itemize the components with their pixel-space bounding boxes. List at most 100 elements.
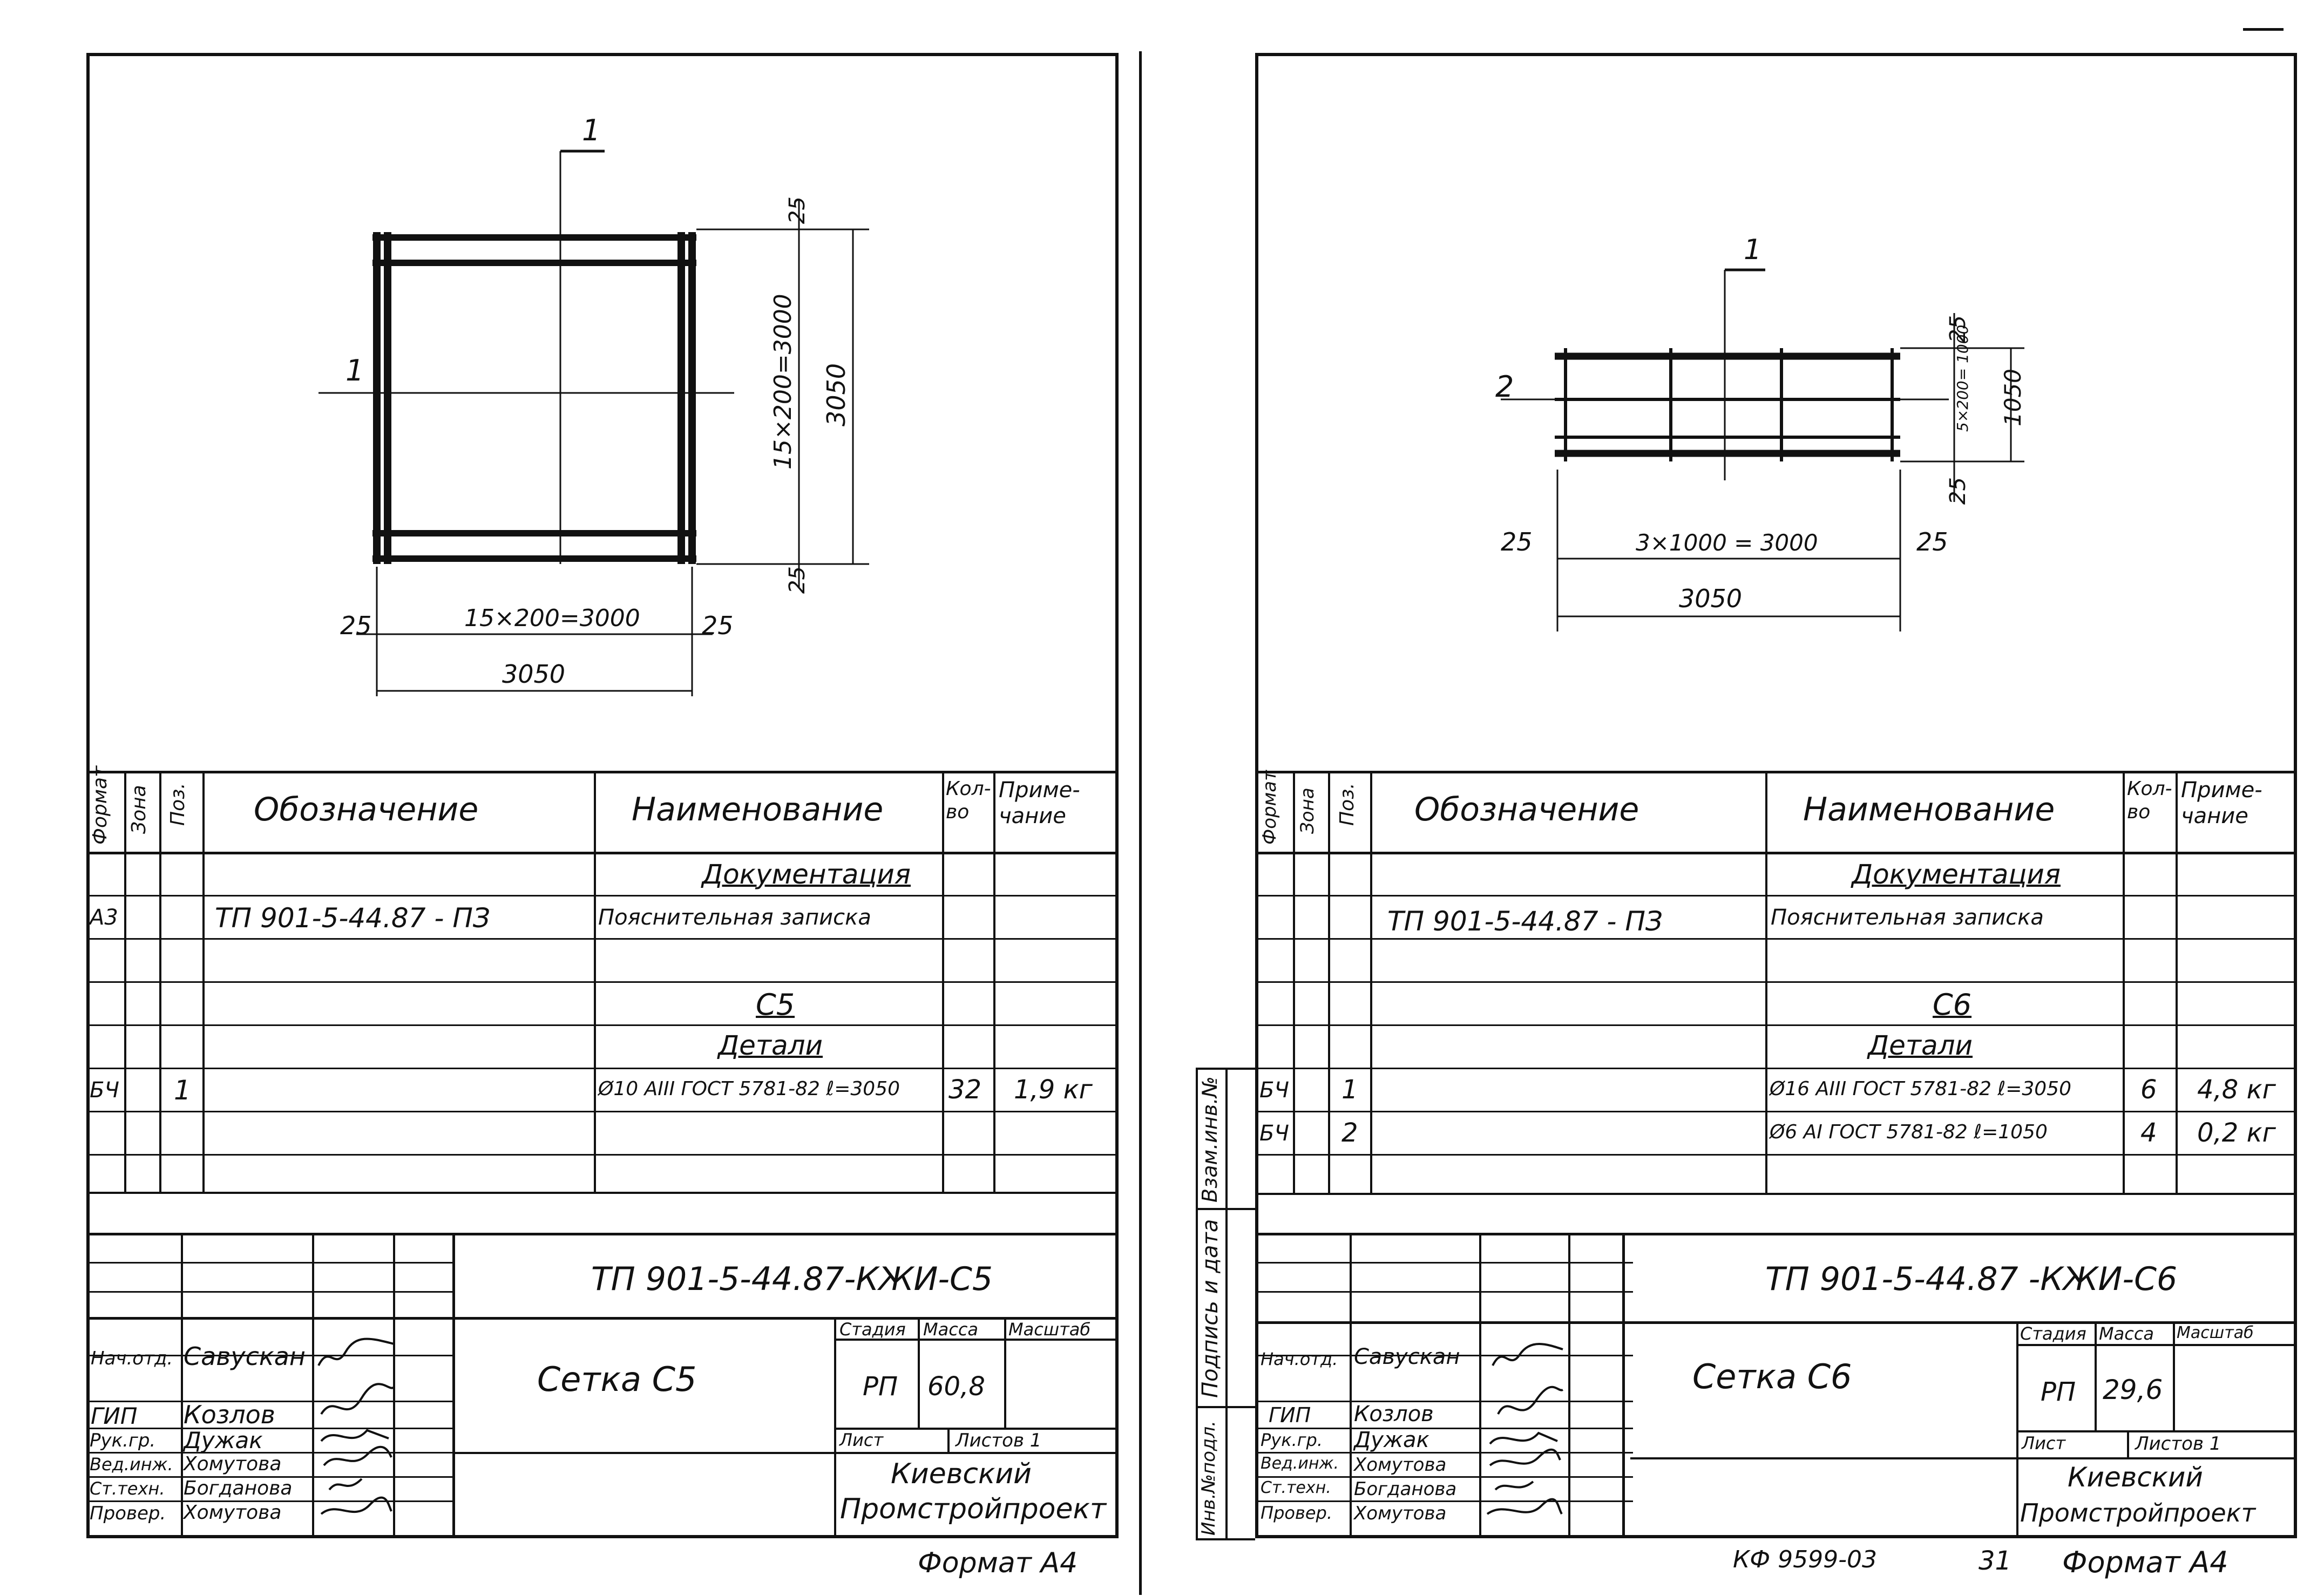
dim-horizontal-total: 3050 xyxy=(502,660,565,689)
name-senior-tech: Богданова xyxy=(184,1477,293,1499)
role-lead-engineer: Вед.инж. xyxy=(1261,1454,1339,1473)
mesh-drawing-c5: 1 1 25 25 15×200=3000 3050 25 15×200=300… xyxy=(319,113,869,696)
stamp-inventory-original: Инв.№подл. xyxy=(1198,1421,1219,1536)
role-group-lead: Рук.гр. xyxy=(1261,1430,1323,1450)
dim-right: 25 xyxy=(702,611,734,640)
role-chief-engineer: ГИП xyxy=(1269,1403,1311,1427)
role-head-dept: Нач.отд. xyxy=(91,1348,173,1369)
doc-code: ТП 901-5-44.87 - ПЗ xyxy=(1387,906,1663,937)
role-lead-engineer: Вед.инж. xyxy=(90,1454,173,1475)
role-checker: Провер. xyxy=(1261,1503,1332,1523)
name-chief-engineer: Козлов xyxy=(184,1400,275,1429)
row-note: 1,9 кг xyxy=(1014,1075,1093,1105)
position-label: 1 xyxy=(345,354,364,388)
col-note-header: Приме-чание xyxy=(2181,778,2262,828)
sheet-frame xyxy=(1255,53,2297,1538)
scale-label: Масштаб xyxy=(2177,1323,2254,1342)
section-documentation: Документация xyxy=(702,859,911,890)
name-checker: Хомутова xyxy=(184,1502,282,1524)
name-lead-engineer: Хомутова xyxy=(184,1453,282,1475)
name-chief-engineer: Козлов xyxy=(1354,1402,1434,1427)
role-head-dept: Нач.отд. xyxy=(1261,1349,1338,1369)
sheet-label: Лист xyxy=(2022,1433,2066,1454)
role-senior-tech: Ст.техн. xyxy=(90,1478,165,1499)
org-line2: Промстройпроект xyxy=(2020,1498,2256,1527)
mesh-drawing-c6: 1 2 25 25 5×200= 1000 1050 25 3×1000 = 3… xyxy=(1495,234,2026,631)
row-name: Ø6 АI ГОСТ 5781-82 ℓ=1050 xyxy=(1770,1121,2048,1143)
name-head-dept: Савускан xyxy=(184,1342,306,1371)
doc-name: Пояснительная записка xyxy=(598,905,871,930)
doc-code: ТП 901-5-44.87 - ПЗ xyxy=(215,902,490,934)
col-note-header: Приме-чание xyxy=(999,778,1080,828)
page-divider xyxy=(1139,51,1142,1595)
col-designation-header: Обозначение xyxy=(254,791,479,828)
sheets-label: Листов 1 xyxy=(2135,1433,2221,1455)
row-note: 4,8 кг xyxy=(2197,1075,2276,1105)
row-qty: 6 xyxy=(2140,1075,2157,1105)
stage-value: РП xyxy=(2041,1377,2076,1407)
dim-vertical-inner: 5×200= 1000 xyxy=(1954,325,1971,432)
row-qty: 4 xyxy=(2140,1118,2157,1148)
doc-name: Пояснительная записка xyxy=(1771,905,2044,930)
doc-number: ТП 901-5-44.87 -КЖИ-С6 xyxy=(1765,1260,2178,1298)
col-zone-header: Зона xyxy=(1297,787,1318,834)
row-position: 1 xyxy=(1341,1075,1358,1105)
role-senior-tech: Ст.техн. xyxy=(1261,1478,1331,1497)
name-group-lead: Дужак xyxy=(184,1427,263,1454)
signatures xyxy=(1486,1343,1563,1515)
sheet-label: Лист xyxy=(839,1430,884,1450)
col-name-header: Наименование xyxy=(1803,791,2055,828)
row-name: Ø16 АIII ГОСТ 5781-82 ℓ=3050 xyxy=(1770,1078,2071,1100)
drawing-title: Сетка С6 xyxy=(1692,1357,1852,1396)
sheets-label: Листов 1 xyxy=(956,1430,1042,1451)
stage-value: РП xyxy=(863,1371,898,1402)
col-qty-header: Кол-во xyxy=(2127,778,2172,824)
doc-number: ТП 901-5-44.87-КЖИ-С5 xyxy=(591,1260,993,1298)
col-pos-header: Поз. xyxy=(1336,783,1358,826)
role-group-lead: Рук.гр. xyxy=(90,1430,156,1451)
section-parts: Детали xyxy=(718,1030,823,1061)
dim-top: 25 xyxy=(1946,315,1970,343)
row-position: 1 xyxy=(174,1075,191,1106)
stage-label: Стадия xyxy=(2020,1323,2086,1344)
position-label: 2 xyxy=(1495,370,1514,404)
dim-horizontal-total: 3050 xyxy=(1679,584,1742,613)
row-position: 2 xyxy=(1341,1118,1358,1148)
col-qty-header: Кол-во xyxy=(946,778,991,824)
drawing-title: Сетка С5 xyxy=(537,1360,697,1399)
row-format: БЧ xyxy=(1259,1078,1289,1103)
scale-label: Масштаб xyxy=(1008,1319,1091,1340)
row-qty: 32 xyxy=(948,1075,982,1105)
section-documentation: Документация xyxy=(1852,859,2061,890)
section-mark: 1 xyxy=(1744,234,1761,266)
dim-horizontal-inner: 15×200=3000 xyxy=(464,605,640,632)
dim-vertical-inner: 15×200=3000 xyxy=(769,294,797,470)
stamp-signature-date: Подпись и дата xyxy=(1198,1219,1223,1398)
section-mark: 1 xyxy=(582,113,600,147)
corner-mark xyxy=(2243,28,2284,31)
org-line1: Киевский xyxy=(2068,1462,2203,1493)
col-name-header: Наименование xyxy=(632,791,884,828)
doc-format: А3 xyxy=(90,905,118,930)
signatures xyxy=(317,1337,395,1515)
dim-bottom: 25 xyxy=(785,566,810,594)
role-chief-engineer: ГИП xyxy=(91,1403,138,1429)
row-note: 0,2 кг xyxy=(2197,1118,2276,1148)
stage-label: Стадия xyxy=(839,1319,906,1340)
mass-value: 60,8 xyxy=(927,1371,985,1402)
page-number: 31 xyxy=(1979,1546,2012,1576)
dim-top: 25 xyxy=(785,196,810,224)
sheet-frame xyxy=(86,53,1119,1538)
dim-left: 25 xyxy=(1501,527,1533,556)
col-format-header: Формат xyxy=(89,765,111,845)
name-checker: Хомутова xyxy=(1354,1503,1447,1524)
col-format-header: Формат xyxy=(1259,770,1280,845)
assembly-mark: С6 xyxy=(1933,988,1972,1022)
name-lead-engineer: Хомутова xyxy=(1354,1454,1447,1476)
stamp-replacement-inventory: Взам.инв.№ xyxy=(1198,1076,1222,1203)
org-line2: Промстройпроект xyxy=(840,1493,1107,1525)
col-pos-header: Поз. xyxy=(167,783,189,826)
assembly-mark: С5 xyxy=(756,988,795,1022)
mass-label: Масса xyxy=(923,1319,979,1340)
section-parts: Детали xyxy=(1868,1030,1973,1061)
